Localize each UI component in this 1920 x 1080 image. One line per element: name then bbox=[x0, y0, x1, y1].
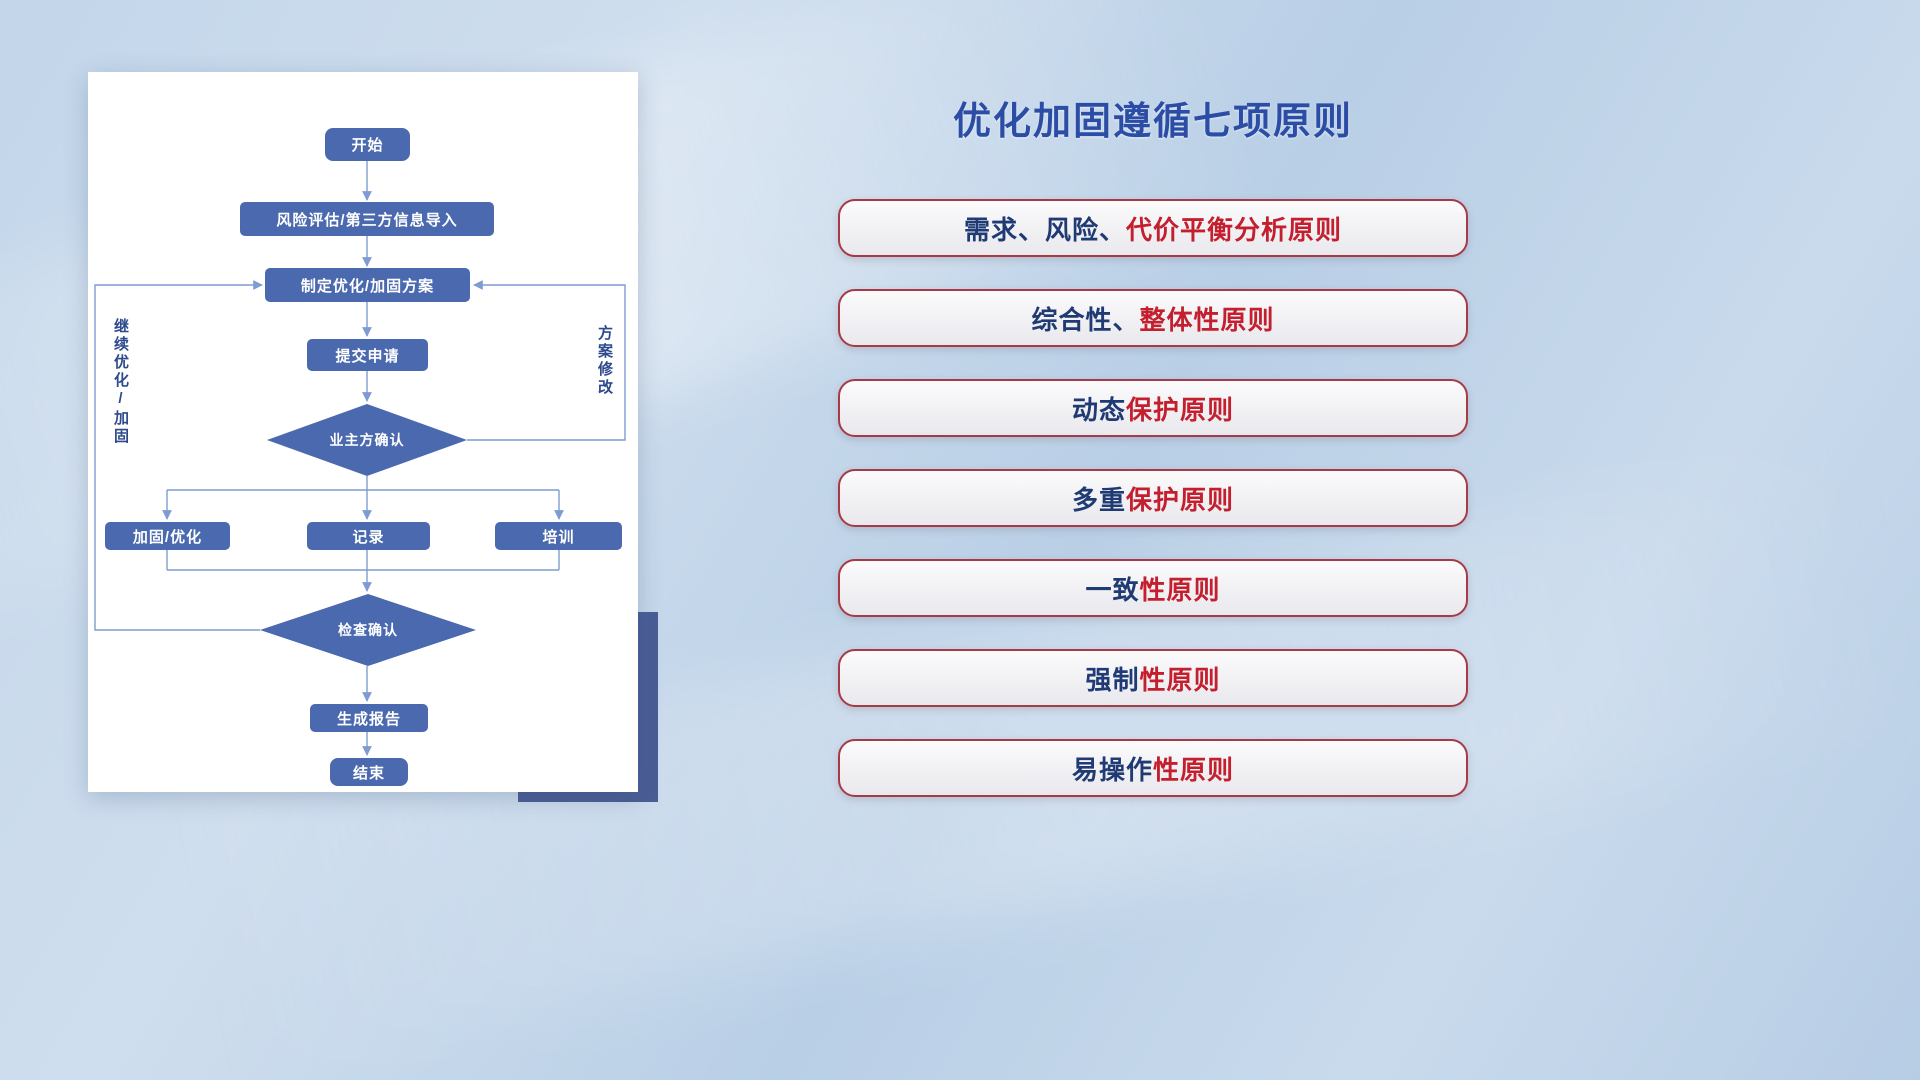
flowchart-card: 开始 风险评估/第三方信息导入 制定优化/加固方案 提交申请 业主方确认 加固/… bbox=[88, 72, 638, 792]
principle-item-2: 综合性、整体性原则 bbox=[838, 289, 1468, 347]
principle-text-prefix: 强制 bbox=[1085, 664, 1140, 695]
principle-item-3: 动态保护原则 bbox=[838, 379, 1468, 437]
flow-edge-label-plan-modify: 方案修改 bbox=[596, 325, 613, 397]
flow-node-harden: 加固/优化 bbox=[105, 522, 230, 550]
principle-text-suffix: 保护原则 bbox=[1126, 394, 1235, 425]
flow-node-submit: 提交申请 bbox=[307, 339, 428, 371]
principle-text-suffix: 整体性原则 bbox=[1139, 304, 1275, 335]
principle-text-suffix: 性原则 bbox=[1139, 664, 1221, 695]
principle-item-7: 易操作性原则 bbox=[838, 739, 1468, 797]
principle-item-4: 多重保护原则 bbox=[838, 469, 1468, 527]
principle-text-suffix: 性原则 bbox=[1153, 754, 1235, 785]
flow-node-report: 生成报告 bbox=[310, 704, 428, 732]
principle-item-5: 一致性原则 bbox=[838, 559, 1468, 617]
principle-item-6: 强制性原则 bbox=[838, 649, 1468, 707]
flow-edge-label-continue-optimize: 继续优化/加固 bbox=[112, 318, 129, 446]
principle-text-prefix: 需求、风险、 bbox=[963, 214, 1126, 245]
principle-text-prefix: 易操作 bbox=[1071, 754, 1153, 785]
principle-text-prefix: 一致 bbox=[1085, 574, 1140, 605]
page-title: 优化加固遵循七项原则 bbox=[952, 101, 1353, 143]
flow-node-make-plan: 制定优化/加固方案 bbox=[265, 268, 470, 302]
flow-decision-owner-confirm: 业主方确认 bbox=[267, 404, 467, 476]
principle-text-suffix: 性原则 bbox=[1139, 574, 1221, 605]
flow-node-training: 培训 bbox=[495, 522, 622, 550]
principle-text-suffix: 保护原则 bbox=[1126, 484, 1235, 515]
principle-text-prefix: 综合性、 bbox=[1031, 304, 1140, 335]
flow-node-record: 记录 bbox=[307, 522, 430, 550]
principles-panel: 优化加固遵循七项原则 需求、风险、代价平衡分析原则 综合性、整体性原则 动态保护… bbox=[838, 90, 1468, 829]
flow-node-start: 开始 bbox=[325, 128, 410, 161]
principle-item-1: 需求、风险、代价平衡分析原则 bbox=[838, 199, 1468, 257]
principle-text-suffix: 代价平衡分析原则 bbox=[1126, 214, 1343, 245]
flow-decision-check-confirm: 检查确认 bbox=[260, 594, 476, 666]
flow-node-end: 结束 bbox=[330, 758, 408, 786]
principle-text-prefix: 多重 bbox=[1071, 484, 1126, 515]
principle-text-prefix: 动态 bbox=[1071, 394, 1126, 425]
flow-node-risk-import: 风险评估/第三方信息导入 bbox=[240, 202, 494, 236]
